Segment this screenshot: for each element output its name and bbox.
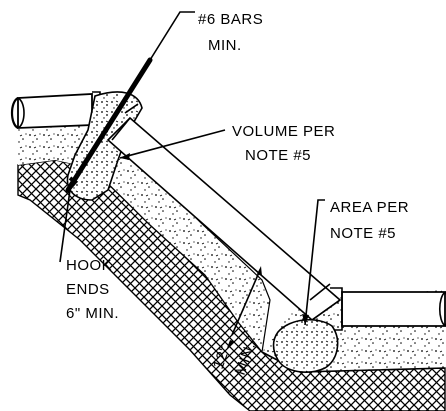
lower-pipe bbox=[330, 287, 446, 331]
hook-leader bbox=[59, 189, 71, 263]
bars-leader bbox=[149, 11, 195, 61]
upper-pipe bbox=[10, 91, 101, 129]
volume-label-line1: VOLUME PER bbox=[232, 123, 335, 140]
depth-dimension bbox=[227, 266, 262, 348]
upper-thrust-block bbox=[66, 91, 143, 201]
area-label-line2: NOTE #5 bbox=[330, 225, 396, 242]
bars-label-line2: MIN. bbox=[208, 37, 242, 54]
volume-label-line2: NOTE #5 bbox=[245, 147, 311, 164]
volume-leader bbox=[119, 129, 226, 159]
lower-thrust-block bbox=[272, 319, 339, 373]
rebar-diagonal bbox=[65, 57, 153, 193]
hook-label-line1: HOOK bbox=[66, 257, 112, 274]
hook-label-line2: ENDS bbox=[66, 281, 110, 298]
rebar-hook bbox=[66, 176, 78, 192]
bars-label-line1: #6 BARS bbox=[198, 11, 263, 28]
hook-label-line3: 6" MIN. bbox=[66, 305, 119, 322]
area-leader bbox=[304, 199, 325, 326]
area-label-line1: AREA PER bbox=[330, 199, 409, 216]
